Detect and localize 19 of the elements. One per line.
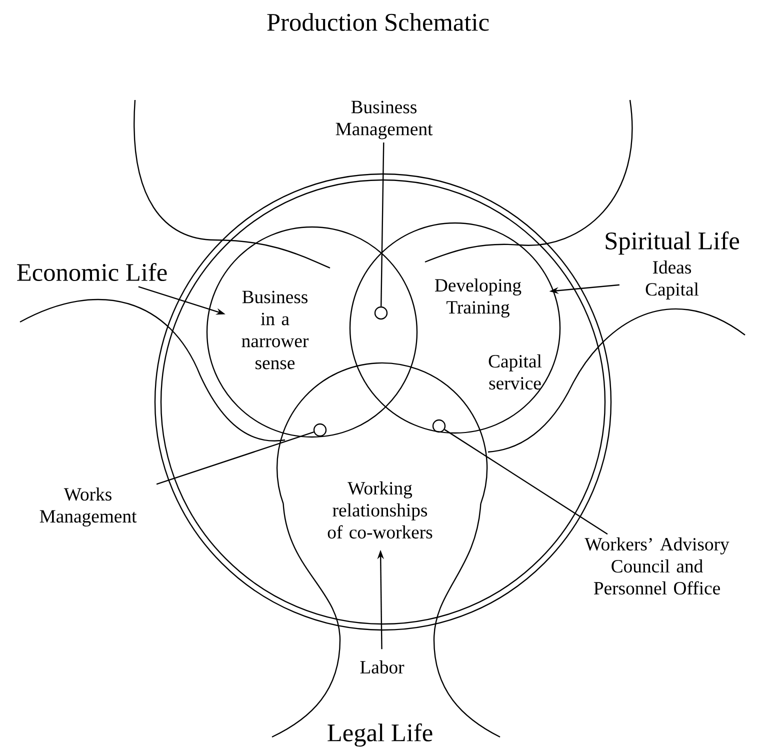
heading: Economic Life: [17, 262, 167, 282]
title: Production Schematic: [267, 13, 489, 31]
heading: Legal Life: [328, 723, 432, 747]
region-label: Capital service: [488, 354, 542, 390]
region-label: Developing Training: [435, 278, 522, 318]
leader-line: [444, 429, 608, 535]
leader-line: [380, 142, 384, 306]
region-label: Working relationships of co-workers: [328, 481, 432, 539]
region-label: Ideas Capital: [646, 260, 699, 300]
region-label: Labor: [360, 660, 404, 674]
heading: Spiritual Life: [606, 231, 740, 255]
callout-text: Works Management: [40, 488, 137, 526]
region-label: Business in a narrower sense: [242, 290, 309, 370]
small-circle: [432, 419, 446, 433]
small-circle: [374, 306, 388, 320]
leader-line: [156, 432, 314, 485]
callout-text: Business Management: [336, 100, 433, 140]
small-circle: [313, 423, 327, 437]
callout-text: Workers’ Advisory Council and Personnel Office: [584, 537, 730, 595]
